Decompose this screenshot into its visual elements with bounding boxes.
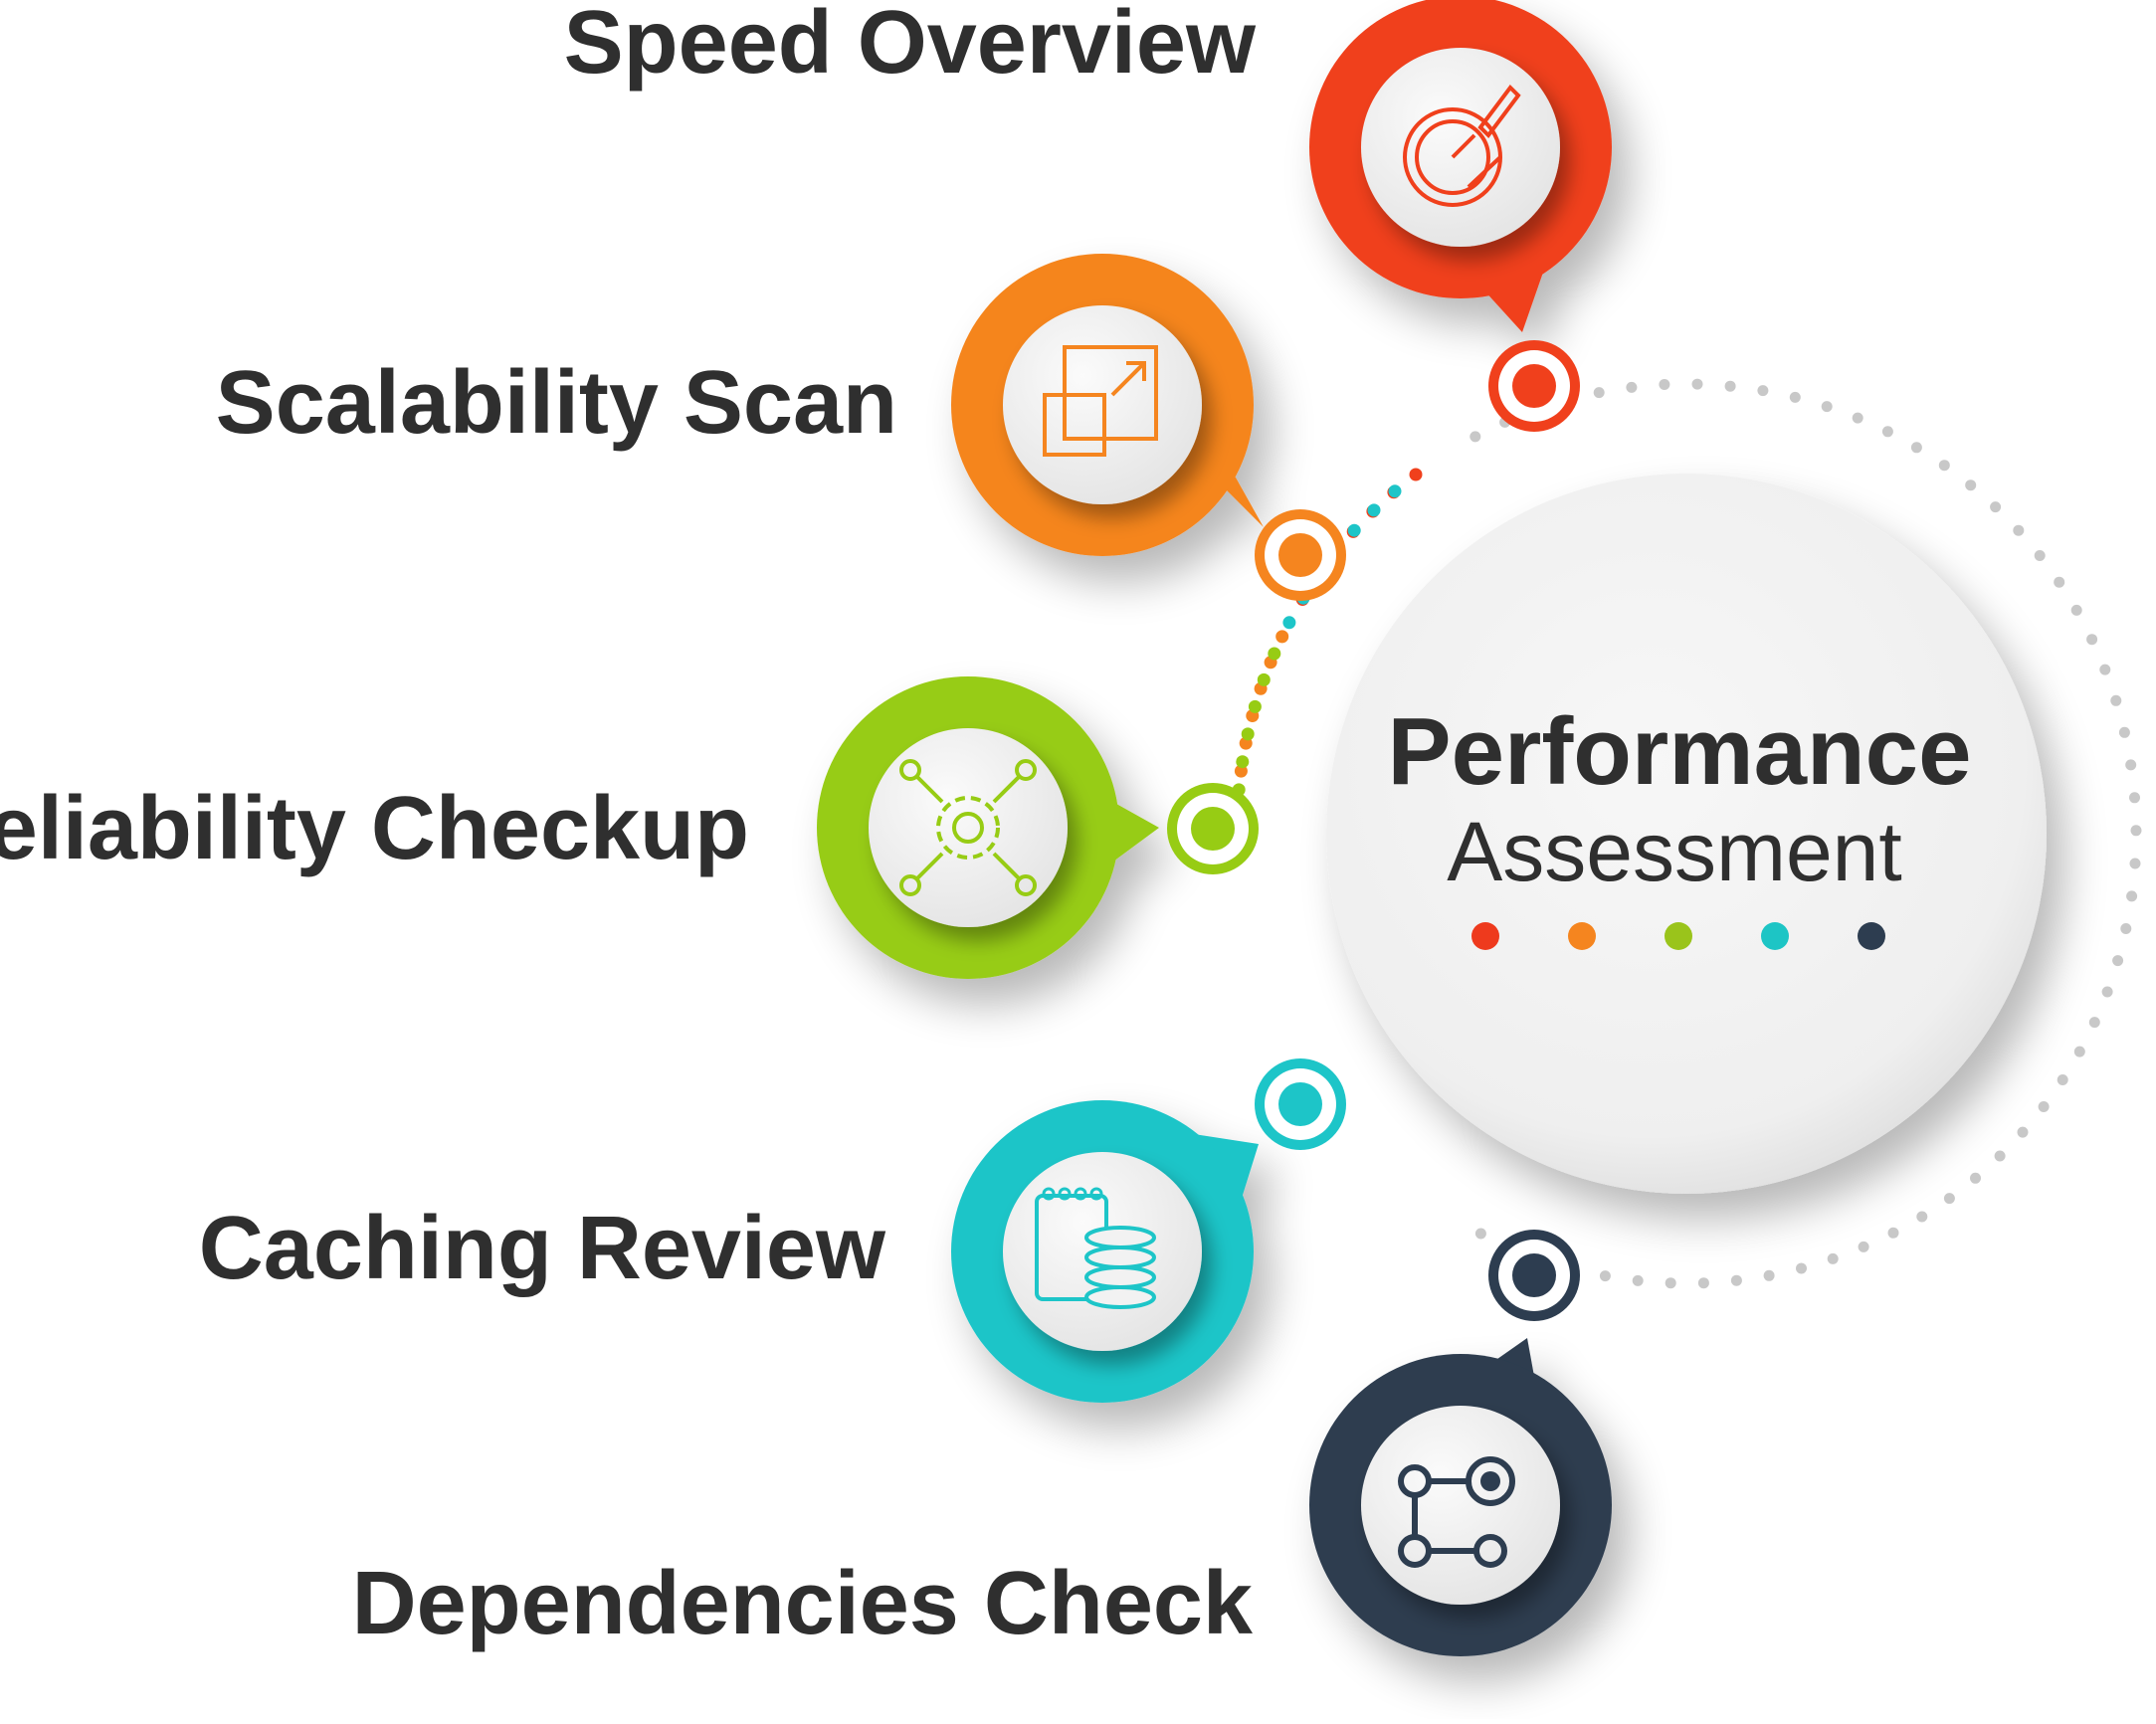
ring-dot: [2034, 550, 2046, 561]
ring-dot: [1881, 426, 1893, 438]
ring-dot: [2073, 1046, 2085, 1057]
ring-dot: [1789, 391, 1801, 403]
ring-dot: [1943, 1193, 1955, 1205]
arc-dot: [1236, 755, 1250, 769]
ring-dot: [1474, 1228, 1486, 1240]
ring-dot: [2057, 1074, 2068, 1085]
ring-dot: [1938, 460, 1950, 472]
center-dot: [1761, 922, 1789, 950]
step-bubbles: [817, 0, 1612, 1656]
ring-dot: [2112, 955, 2124, 967]
arc-dot: [1275, 630, 1289, 644]
label-scalability-scan: Scalability Scan: [215, 353, 897, 453]
icon-disc: [1361, 1406, 1560, 1605]
ring-dot: [1730, 1274, 1742, 1286]
ring-dot: [1821, 401, 1833, 413]
ring-dot: [1852, 412, 1863, 424]
ring-dot: [2126, 890, 2138, 902]
ring-dot: [2086, 634, 2098, 646]
ring-dot: [1990, 501, 2002, 513]
center-title: Performance: [1388, 698, 1972, 805]
ring-dot: [2070, 604, 2082, 616]
ring-dot: [2130, 825, 2142, 837]
ring-dot: [1827, 1252, 1839, 1264]
ring-dot: [1632, 1274, 1644, 1286]
ring-node-1: [1488, 340, 1580, 432]
scale-up-squares-icon: [1043, 345, 1158, 457]
label-speed-overview: Speed Overview: [563, 0, 1256, 93]
ring-dot: [2099, 664, 2111, 675]
ring-dot: [1599, 1270, 1611, 1282]
arc-dot: [1388, 484, 1402, 498]
arc-dot: [1367, 503, 1381, 517]
ring-dot: [1887, 1227, 1899, 1239]
center-color-dots: [1471, 922, 1885, 950]
ring-node-2: [1255, 509, 1346, 601]
ring-dot: [1858, 1241, 1869, 1252]
ring-dot: [1994, 1150, 2006, 1162]
ring-dot: [1763, 1269, 1775, 1281]
center-circle: Performance Assessment: [1326, 474, 2047, 1194]
arc-dot: [1257, 672, 1271, 686]
label-reliability-checkup: Reliability Checkup: [0, 779, 749, 878]
center-dot: [1471, 922, 1499, 950]
label-caching-review: Caching Review: [198, 1199, 885, 1298]
ring-dot: [1757, 385, 1769, 397]
ring-node-5: [1488, 1230, 1580, 1321]
icon-disc: [869, 728, 1068, 927]
ring-dot: [2088, 1017, 2100, 1029]
ring-dot: [1970, 1172, 1981, 1184]
center-dot: [1665, 922, 1692, 950]
ring-dot: [1724, 380, 1736, 392]
ring-nodes: [1167, 340, 1580, 1321]
ring-dot: [1665, 1277, 1676, 1289]
label-dependencies-check: Dependencies Check: [351, 1554, 1253, 1653]
ring-dot: [2125, 759, 2137, 771]
gear-network-icon: [899, 759, 1037, 896]
ring-dot: [1691, 378, 1703, 390]
arc-dot: [1347, 523, 1361, 537]
ring-dot: [2129, 858, 2141, 869]
ring-dot: [2129, 792, 2140, 804]
ring-node-4: [1255, 1058, 1346, 1150]
arc-dot: [1409, 468, 1423, 481]
ring-dot: [1626, 381, 1638, 393]
speedometer-rocket-icon: [1403, 84, 1521, 207]
ring-dot: [1965, 479, 1977, 491]
ring-dot: [1470, 431, 1481, 443]
dependency-graph-icon: [1398, 1456, 1515, 1568]
ring-dot: [1916, 1211, 1928, 1223]
ring-dot: [1796, 1262, 1807, 1274]
center-dot: [1568, 922, 1596, 950]
arc-dot: [1241, 727, 1255, 741]
ring-dot: [1697, 1277, 1709, 1289]
ring-dot: [2120, 923, 2132, 934]
arc-dot: [1248, 699, 1262, 713]
ring-dot: [2013, 524, 2025, 536]
ring-dot: [2110, 694, 2122, 706]
ring-dot: [2054, 576, 2065, 588]
ring-dot: [2017, 1126, 2029, 1138]
arc-dot: [1282, 616, 1296, 630]
ring-node-3: [1167, 783, 1259, 874]
center-subtitle: Assessment: [1447, 805, 1902, 898]
ring-dot: [2118, 726, 2130, 738]
database-notepad-icon: [1035, 1187, 1156, 1309]
ring-dot: [2038, 1101, 2050, 1112]
ring-dot: [1659, 379, 1670, 390]
ring-dot: [1910, 442, 1922, 454]
center-dot: [1858, 922, 1885, 950]
arc-dot: [1268, 647, 1281, 661]
ring-dot: [2101, 986, 2113, 998]
ring-dot: [1593, 387, 1605, 399]
